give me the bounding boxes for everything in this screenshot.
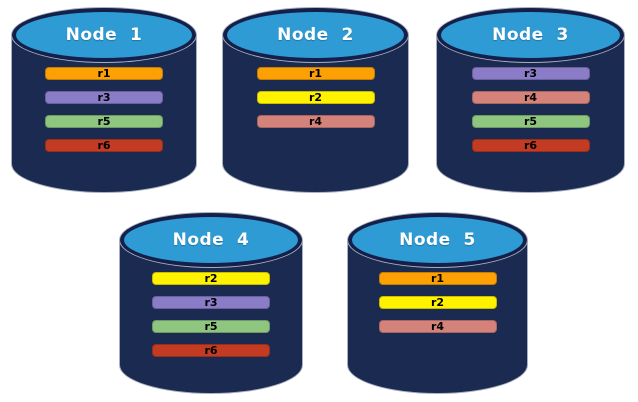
- replica-bar: r3: [471, 67, 590, 80]
- replica-bar: r4: [471, 91, 590, 104]
- cylinder-top: Node 2: [223, 8, 408, 62]
- replica-bar-list: r1 r3 r5 r6: [45, 67, 163, 152]
- replica-bar: r5: [45, 115, 163, 128]
- replica-bar: r3: [152, 296, 270, 309]
- node-title: Node 3: [492, 25, 569, 45]
- replica-bar: r6: [45, 139, 163, 152]
- replica-bar: r2: [378, 296, 497, 309]
- replica-bar: r6: [152, 344, 270, 357]
- replica-bar: r1: [45, 67, 163, 80]
- replica-bar: r1: [378, 272, 497, 285]
- node-title: Node 2: [277, 25, 354, 45]
- replica-bar: r4: [378, 320, 497, 333]
- replica-bar: r2: [256, 91, 375, 104]
- cylinder-top: Node 5: [348, 213, 527, 267]
- replica-bar: r1: [256, 67, 375, 80]
- cylinder-top: Node 4: [120, 213, 302, 267]
- replica-bar: r4: [256, 115, 375, 128]
- node-title: Node 1: [65, 25, 143, 45]
- replica-bar-list: r1 r2 r4: [378, 272, 497, 333]
- replica-bar: r3: [45, 91, 163, 104]
- node-cylinder-3: r3 r4 r5 r6 Node 3: [437, 8, 624, 192]
- node-cylinder-2: r1 r2 r4 Node 2: [223, 8, 408, 192]
- node-cylinder-1: r1 r3 r5 r6 Node 1: [12, 8, 196, 192]
- node-cylinder-4: r2 r3 r5 r6 Node 4: [120, 213, 302, 393]
- replica-bar-list: r2 r3 r5 r6: [152, 272, 270, 357]
- node-title: Node 4: [172, 230, 250, 250]
- replica-bar: r5: [152, 320, 270, 333]
- node-title: Node 5: [399, 230, 476, 250]
- replica-bar: r5: [471, 115, 590, 128]
- cylinder-top: Node 1: [12, 8, 196, 62]
- replica-bar-list: r3 r4 r5 r6: [471, 67, 590, 152]
- replica-bar: r6: [471, 139, 590, 152]
- node-cylinder-5: r1 r2 r4 Node 5: [348, 213, 527, 393]
- replica-bar-list: r1 r2 r4: [256, 67, 375, 128]
- cylinder-top: Node 3: [437, 8, 624, 62]
- replica-bar: r2: [152, 272, 270, 285]
